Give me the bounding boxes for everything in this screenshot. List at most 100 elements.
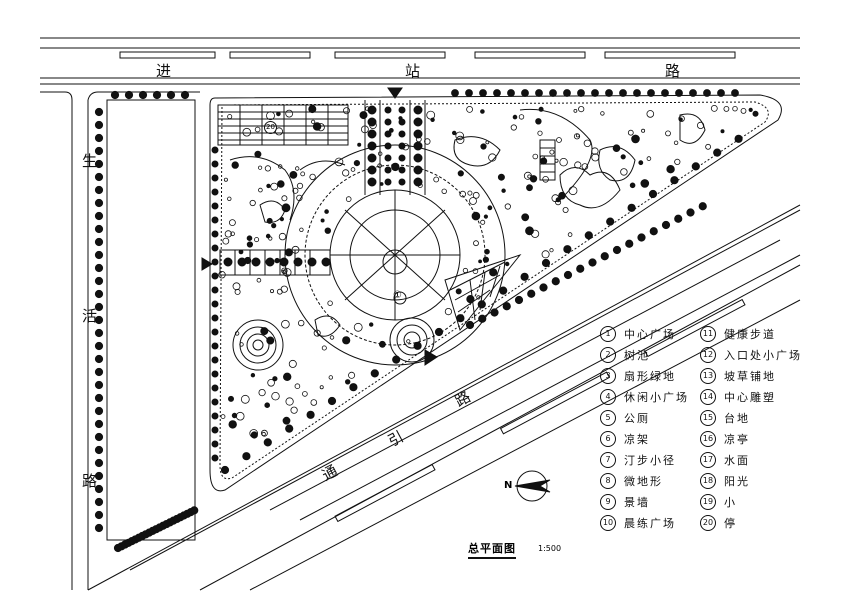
legend-label: 健康步道 — [724, 328, 776, 341]
shrub-symbol — [345, 196, 352, 202]
shrub-symbol — [350, 167, 356, 172]
shrub-symbol — [489, 268, 498, 277]
tree-symbols — [94, 89, 743, 553]
shrub-symbol — [281, 319, 290, 329]
shrub-symbol — [562, 206, 569, 213]
shrub-symbol — [260, 327, 269, 336]
legend-label: 阳光 — [724, 475, 750, 488]
tree-symbol — [384, 178, 392, 186]
shrub-symbol — [673, 140, 679, 145]
tree-symbol — [321, 257, 331, 267]
legend-number: 13 — [700, 368, 716, 384]
tree-symbol — [223, 257, 233, 267]
water-features — [229, 108, 706, 337]
shrub-symbol — [239, 342, 244, 347]
tree-symbol — [713, 148, 722, 157]
shrub-symbol — [556, 137, 562, 143]
tree-symbol — [717, 89, 725, 97]
tree-symbol — [110, 90, 120, 100]
shrub-symbol — [222, 237, 230, 245]
tree-symbol — [703, 89, 711, 97]
shrub-symbol — [426, 110, 436, 120]
legend-number: 18 — [700, 473, 716, 489]
shrub-symbol — [334, 157, 344, 167]
tree-symbol — [94, 445, 104, 455]
shrub-symbol — [459, 190, 467, 198]
shrub-symbol — [551, 194, 560, 203]
shrub-symbol — [266, 336, 275, 345]
parking-marker: 20 — [264, 121, 277, 134]
legend-label: 树池 — [624, 349, 650, 362]
tree-symbol — [563, 89, 571, 97]
tree-symbol — [384, 166, 392, 174]
shrub-symbol — [254, 237, 260, 243]
tree-symbol — [211, 202, 219, 210]
shrub-symbol — [256, 277, 262, 283]
tree-symbol — [413, 165, 423, 175]
tree-symbol — [94, 224, 104, 234]
shrub-symbol — [250, 373, 256, 378]
west-road-char-1: 生 — [82, 152, 98, 170]
legend-number: 4 — [600, 389, 616, 405]
shrub-symbol — [230, 231, 235, 237]
tree-symbol — [539, 283, 548, 292]
tree-symbol — [94, 211, 104, 221]
tree-symbol — [211, 398, 219, 406]
tree-symbol — [413, 117, 423, 127]
shrub-symbol — [266, 183, 271, 189]
legend-number: 2 — [600, 347, 616, 363]
tree-symbol — [675, 89, 683, 97]
shrub-symbol — [283, 372, 292, 381]
tree-symbol — [661, 220, 671, 230]
tree-symbol — [612, 245, 622, 255]
tree-symbol — [211, 216, 219, 224]
shrub-symbol — [299, 227, 304, 232]
legend-number: 10 — [600, 515, 616, 531]
north-arrow — [514, 470, 551, 502]
shrub-symbol — [473, 240, 479, 247]
shrub-symbol — [257, 165, 263, 170]
shrub-symbol — [288, 359, 297, 368]
shrub-symbol — [583, 139, 592, 147]
tree-symbol — [451, 89, 459, 97]
shrub-symbol — [444, 307, 452, 316]
shrub-symbol — [512, 114, 518, 120]
tree-symbol — [502, 302, 511, 311]
tree-symbol — [94, 471, 104, 481]
tree-symbol — [124, 90, 134, 100]
tree-symbol — [398, 106, 406, 114]
parking-area — [217, 104, 349, 146]
tree-symbol — [649, 227, 658, 236]
west-road-lines — [40, 91, 200, 590]
shrub-symbol — [497, 173, 505, 181]
shrub-symbol — [242, 127, 252, 137]
shrub-symbol — [538, 106, 544, 112]
shrub-symbol — [417, 182, 423, 188]
tree-symbol — [698, 202, 707, 211]
shrub-symbol — [574, 161, 582, 169]
shrub-symbol — [455, 131, 465, 141]
tree-symbol — [384, 130, 392, 138]
legend-label: 休闲小广场 — [624, 391, 689, 404]
legend-number: 3 — [600, 368, 616, 384]
tree-symbol — [306, 410, 315, 419]
shrub-symbol — [280, 285, 288, 293]
shrub-symbol — [415, 136, 422, 143]
shrub-symbol — [246, 235, 253, 242]
tree-symbol — [211, 440, 219, 448]
tree-symbol — [190, 506, 199, 515]
north-road-char-1: 进 — [156, 62, 172, 80]
legend-number: 11 — [700, 326, 716, 342]
shrub-symbol — [424, 138, 431, 145]
shrub-symbol — [521, 213, 530, 222]
tree-symbol — [94, 289, 104, 299]
tree-symbol — [211, 454, 219, 462]
shrub-symbol — [261, 431, 266, 437]
shrub-symbol — [228, 219, 236, 227]
tree-symbol — [584, 231, 593, 240]
shrub-symbol — [270, 182, 279, 191]
